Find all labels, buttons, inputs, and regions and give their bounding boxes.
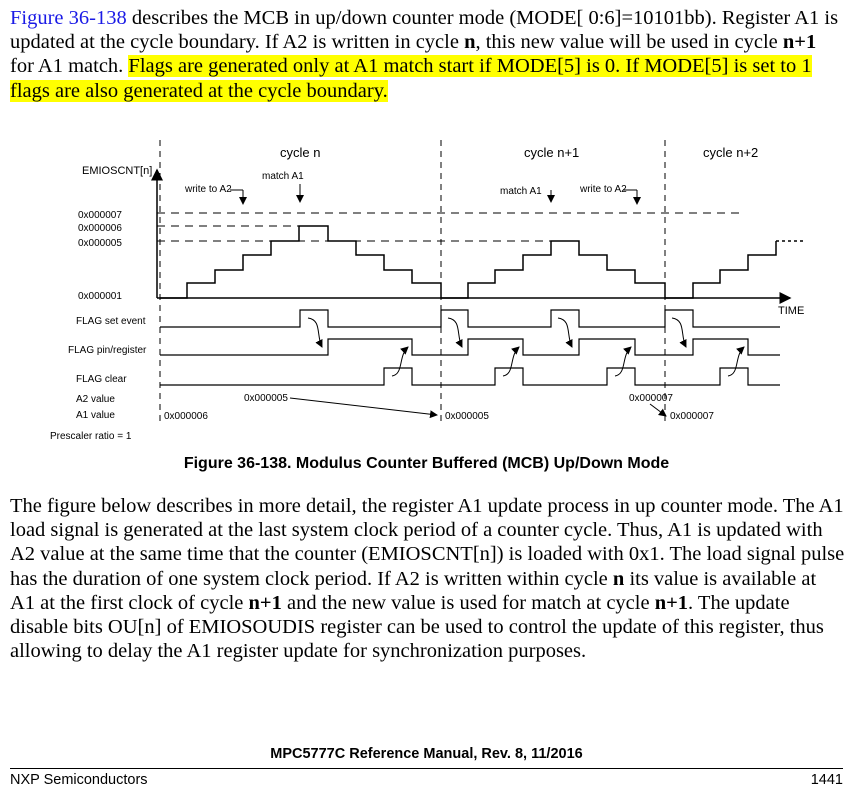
- y-tick-5: 0x000005: [78, 238, 122, 249]
- company-name: NXP Semiconductors: [10, 772, 148, 788]
- a1-value-1: 0x000006: [164, 411, 208, 422]
- intro-paragraph: Figure 36-138 describes the MCB in up/do…: [10, 6, 845, 103]
- match-a1-label-2: match A1: [500, 186, 542, 197]
- y-axis-label: EMIOSCNT[n]: [82, 165, 152, 177]
- body-paragraph: The figure below describes in more detai…: [10, 494, 845, 663]
- body-bold-n1-b: n+1: [654, 591, 689, 614]
- cycle-boundaries: [159, 140, 666, 425]
- cycle-label-n2: cycle n+2: [703, 145, 758, 160]
- flag-pin-waveform: [160, 338, 780, 356]
- write-a2-label-1: write to A2: [184, 184, 232, 195]
- body-bold-n1-a: n+1: [248, 591, 282, 614]
- figure-caption: Figure 36-138. Modulus Counter Buffered …: [183, 455, 670, 472]
- a1-value-label: A1 value: [76, 410, 115, 421]
- a2-value-2: 0x000007: [629, 393, 673, 404]
- y-tick-6: 0x000006: [78, 223, 122, 234]
- body-text-3: and the new value is used for match at c…: [281, 591, 655, 614]
- a2-value-label: A2 value: [76, 394, 115, 405]
- a1-value-3: 0x000007: [670, 411, 714, 422]
- prescaler-ratio: Prescaler ratio = 1: [50, 431, 132, 440]
- body-text-1: The figure below describes in more detai…: [10, 495, 845, 590]
- intro-bold-n1: n+1: [782, 31, 817, 54]
- counter-waveform: [160, 225, 777, 299]
- flag-pin-label: FLAG pin/register: [68, 345, 147, 356]
- timing-diagram: cycle n cycle n+1 cycle n+2 EMIOSCNT[n] …: [50, 140, 804, 440]
- y-tick-7: 0x000007: [78, 210, 122, 221]
- match-a1-label-1: match A1: [262, 171, 304, 182]
- figure-link[interactable]: Figure 36-138: [10, 7, 127, 29]
- intro-bold-n: n: [464, 31, 476, 54]
- body-bold-n: n: [612, 567, 625, 590]
- y-tick-1: 0x000001: [78, 291, 122, 302]
- flag-set-waveform: [160, 309, 780, 328]
- body-text-2: its value is available at A1 at the firs…: [10, 567, 817, 614]
- flag-set-label: FLAG set event: [76, 316, 146, 327]
- a2-value-1: 0x000005: [244, 393, 288, 404]
- write-a2-label-2: write to A2: [579, 184, 627, 195]
- x-axis-label: TIME: [778, 305, 804, 317]
- intro-text-1: describes the MCB in up/down counter mod…: [10, 7, 839, 54]
- cycle-label-n1: cycle n+1: [524, 145, 579, 160]
- cycle-label-n: cycle n: [280, 145, 320, 160]
- intro-text-3: for A1 match.: [10, 55, 129, 78]
- body-text-4: . The update disable bits OU[n] of EMIOS…: [10, 591, 824, 663]
- flag-clear-waveform: [160, 367, 780, 386]
- a1-value-2: 0x000005: [445, 411, 489, 422]
- intro-text-2: , this new value will be used in cycle: [475, 31, 783, 54]
- page-number: 1441: [810, 772, 843, 788]
- flag-clear-label: FLAG clear: [76, 374, 127, 385]
- manual-title: MPC5777C Reference Manual, Rev. 8, 11/20…: [270, 746, 583, 762]
- footer-divider: [10, 768, 843, 769]
- highlighted-text: Flags are generated only at A1 match sta…: [10, 55, 812, 102]
